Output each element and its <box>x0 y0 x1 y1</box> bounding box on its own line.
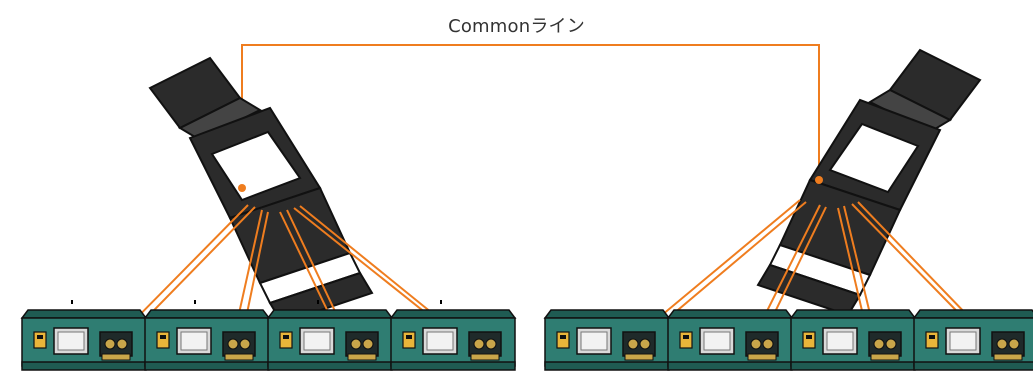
common-line-label: Commonライン <box>448 16 585 37</box>
